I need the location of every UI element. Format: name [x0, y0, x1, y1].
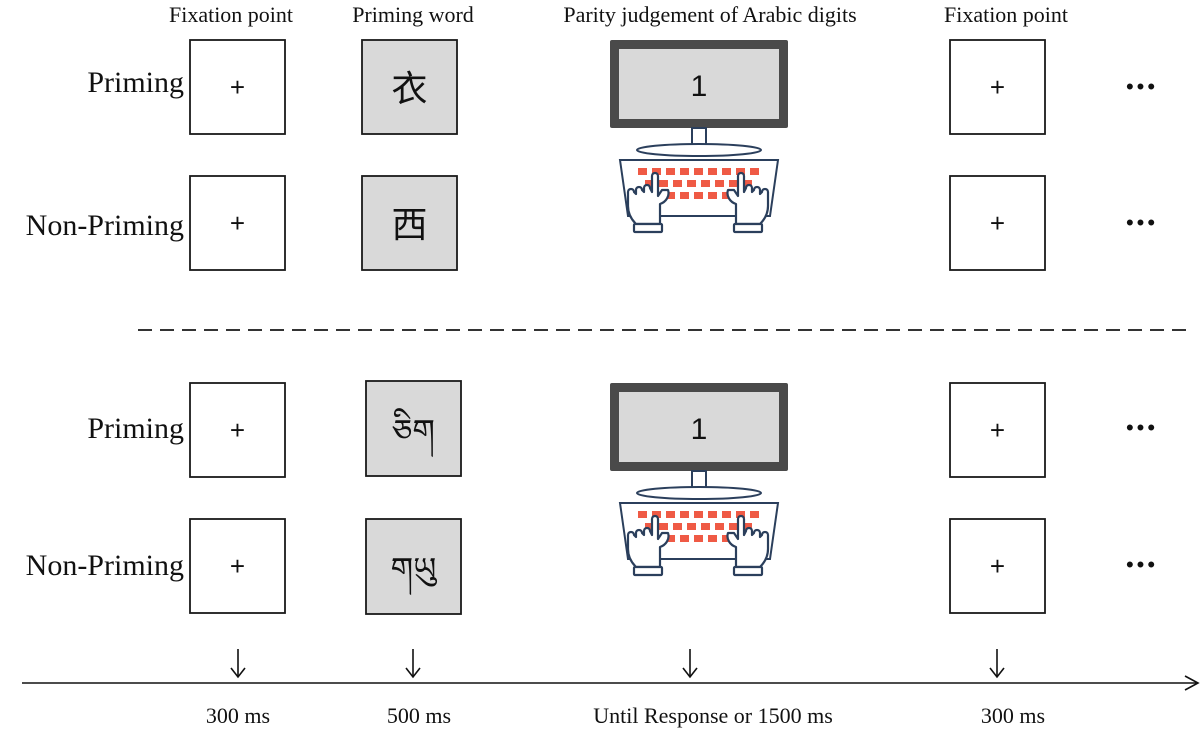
priming-word-frame	[361, 39, 458, 135]
parity-digit: 1	[691, 413, 708, 446]
keyboard-keys	[638, 511, 759, 542]
ellipsis: •••	[1126, 552, 1158, 577]
time-axis-arrowhead	[1184, 675, 1200, 691]
fixation-cross: +	[230, 415, 245, 445]
end-fixation-frame	[949, 39, 1046, 135]
monitor-base	[636, 143, 762, 157]
row-chinese-priming: Priming + 衣 + •••	[87, 39, 1158, 135]
header-parity: Parity judgement of Arabic digits	[563, 2, 856, 27]
end-fixation-frame	[949, 175, 1046, 271]
computer-icon	[610, 40, 788, 234]
priming-word-frame	[365, 380, 462, 477]
computer-icon	[610, 383, 788, 577]
priming-word-frame	[361, 175, 458, 271]
fixation-frame	[189, 175, 286, 271]
row-label: Priming	[87, 66, 184, 99]
fixation-frame	[189, 382, 286, 478]
ellipsis: •••	[1126, 74, 1158, 99]
ellipsis: •••	[1126, 210, 1158, 235]
fixation-frame	[189, 518, 286, 614]
down-arrow-head	[682, 667, 698, 679]
row-tibetan-priming: Priming + ཅིག + •••	[87, 380, 1158, 478]
fixation-frame	[189, 39, 286, 135]
row-tibetan-non-priming: Non-Priming + གཡུ + •••	[26, 518, 1158, 615]
down-arrow-head	[989, 667, 1005, 679]
row-label: Non-Priming	[26, 209, 184, 242]
header-fixation-end: Fixation point	[944, 2, 1068, 27]
ellipsis: •••	[1126, 415, 1158, 440]
parity-digit: 1	[691, 70, 708, 103]
end-fixation-cross: +	[990, 72, 1005, 102]
header-priming-word: Priming word	[352, 2, 474, 27]
down-arrow-head	[405, 667, 421, 679]
monitor-screen	[619, 49, 779, 119]
duration-parity: Until Response or 1500 ms	[593, 703, 833, 728]
row-label: Non-Priming	[26, 549, 184, 582]
fixation-cross: +	[230, 208, 245, 238]
duration-fixation: 300 ms	[206, 703, 270, 728]
priming-word: 衣	[391, 68, 427, 109]
monitor-screen	[619, 392, 779, 462]
fixation-cross: +	[230, 72, 245, 102]
timeline-markers	[230, 649, 1005, 679]
fixation-cross: +	[230, 551, 245, 581]
priming-word-frame	[365, 518, 462, 615]
end-fixation-cross: +	[990, 208, 1005, 238]
down-arrow-head	[230, 667, 246, 679]
end-fixation-cross: +	[990, 551, 1005, 581]
duration-fixation-end: 300 ms	[981, 703, 1045, 728]
end-fixation-frame	[949, 518, 1046, 614]
monitor-base	[636, 486, 762, 500]
end-fixation-cross: +	[990, 415, 1005, 445]
priming-word: 西	[391, 204, 427, 245]
duration-priming: 500 ms	[387, 703, 451, 728]
keyboard-keys	[638, 168, 759, 199]
end-fixation-frame	[949, 382, 1046, 478]
row-chinese-non-priming: Non-Priming + 西 + •••	[26, 175, 1158, 271]
header-fixation: Fixation point	[169, 2, 293, 27]
row-label: Priming	[87, 412, 184, 445]
